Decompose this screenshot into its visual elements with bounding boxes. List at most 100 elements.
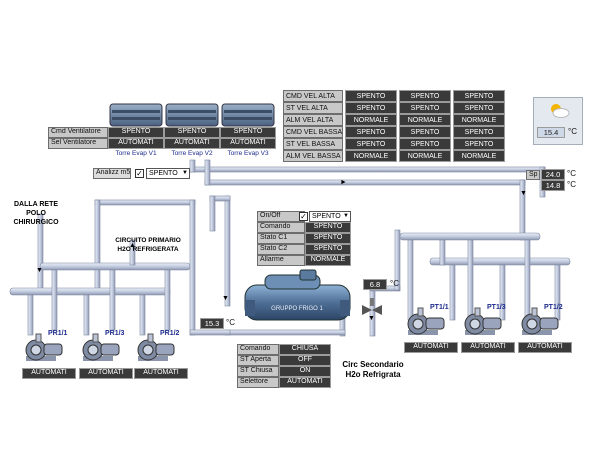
pump-status-value[interactable]: AUTOMATI — [404, 342, 458, 353]
tower1-sel-value[interactable]: AUTOMATI — [108, 138, 164, 149]
analizz-label: Analizz m5 — [93, 168, 131, 179]
outdoor-temp-value: 15.4 — [537, 127, 565, 138]
valve-open-label: ST Aperta — [237, 355, 279, 366]
fan-row-value: SPENTO — [453, 126, 505, 138]
pump-status-value[interactable]: AUTOMATI — [79, 368, 133, 379]
setpoint-unit-2: °C — [567, 180, 576, 189]
tower-sel-row-label: Sel Ventilatore — [48, 138, 108, 149]
valve-cmd-value[interactable]: CHIUSA — [279, 344, 331, 355]
analizz-select[interactable]: SPENTO▼ — [146, 168, 190, 179]
sun-cloud-icon — [551, 104, 570, 118]
chiller-alarm-label: Allarme — [257, 255, 305, 266]
chiller-c1-label: Stato C1 — [257, 233, 305, 244]
fan-row-value: SPENTO — [399, 102, 451, 114]
tower1-cmd-value[interactable]: SPENTO — [108, 127, 164, 138]
fan-row-value: NORMALE — [453, 114, 505, 126]
fan-row-value: SPENTO — [345, 138, 397, 150]
fan-row-value: SPENTO — [453, 90, 505, 102]
pump-name: PR1/1 — [48, 330, 68, 337]
pump-icon — [82, 333, 120, 361]
weather-widget: 15.4 °C — [533, 97, 583, 145]
chiller-cmd-label: Comando — [257, 222, 305, 233]
pump-name: PT1/2 — [544, 304, 563, 311]
pump-status-value[interactable]: AUTOMATI — [22, 368, 76, 379]
chiller-c2-label: Stato C2 — [257, 244, 305, 255]
valve-open-value: OFF — [279, 355, 331, 366]
cooling-tower-2 — [165, 103, 219, 127]
fan-row-value: NORMALE — [399, 150, 451, 162]
pump-icon — [521, 307, 559, 335]
chiller-onoff-label: On/Off — [257, 211, 305, 222]
chiller-in-temp: 15.3 — [200, 318, 224, 329]
pump-name: PT1/3 — [487, 304, 506, 311]
svg-text:▼: ▼ — [368, 315, 375, 322]
fan-row-value: SPENTO — [399, 126, 451, 138]
chiller-c1-value: SPENTO — [305, 233, 351, 244]
svg-text:▲: ▲ — [129, 242, 136, 249]
valve-icon[interactable] — [362, 298, 382, 315]
pump-name: PR1/2 — [160, 330, 180, 337]
fan-row-value: NORMALE — [453, 150, 505, 162]
tower3-name: Torre Evap V3 — [227, 150, 269, 157]
svg-text:▼: ▼ — [222, 295, 229, 302]
setpoint-unit-1: °C — [567, 169, 576, 178]
fan-row-label: ST VEL ALTA — [283, 102, 343, 114]
tower2-cmd-value[interactable]: SPENTO — [164, 127, 220, 138]
pump-icon — [137, 333, 175, 361]
fan-row-value: SPENTO — [453, 138, 505, 150]
chiller-onoff-select[interactable]: SPENTO▼ — [309, 211, 351, 222]
analizz-checkbox[interactable]: ✓ — [135, 169, 144, 178]
chiller-cmd-value: SPENTO — [305, 222, 351, 233]
fan-row-value: NORMALE — [345, 114, 397, 126]
valve-selector-label: Selettore — [237, 377, 279, 388]
fan-row-value: SPENTO — [399, 138, 451, 150]
valve-closed-label: ST Chiusa — [237, 366, 279, 377]
chiller-onoff-checkbox[interactable]: ✓ — [299, 212, 308, 221]
fan-row-label: ST VEL BASSA — [283, 138, 343, 150]
outdoor-temp-unit: °C — [568, 127, 577, 136]
setpoint-value-1[interactable]: 24.0 — [541, 169, 565, 180]
valve-closed-value: ON — [279, 366, 331, 377]
tower2-sel-value[interactable]: AUTOMATI — [164, 138, 220, 149]
valve-cmd-label: Comando — [237, 344, 279, 355]
pump-status-value[interactable]: AUTOMATI — [461, 342, 515, 353]
pump-status-value[interactable]: AUTOMATI — [134, 368, 188, 379]
valve-selector-value[interactable]: AUTOMATI — [279, 377, 331, 388]
pump-icon — [407, 307, 445, 335]
fan-row-label: ALM VEL BASSA — [283, 150, 343, 162]
setpoint-label: Sp — [526, 170, 540, 180]
tower3-sel-value[interactable]: AUTOMATI — [220, 138, 276, 149]
cooling-tower-3 — [221, 103, 275, 127]
svg-text:▼: ▼ — [520, 190, 527, 197]
chiller-alarm-value: NORMALE — [305, 255, 351, 266]
fan-row-value: NORMALE — [345, 150, 397, 162]
chiller-unit[interactable] — [244, 269, 351, 321]
chiller-out-temp: 6.8 — [363, 279, 387, 290]
svg-text:▼: ▼ — [36, 267, 43, 274]
pump-status-value[interactable]: AUTOMATI — [518, 342, 572, 353]
tower1-name: Torre Evap V1 — [115, 150, 157, 157]
tower-return-pipe — [189, 159, 546, 241]
chiller-out-unit: °C — [390, 279, 399, 288]
fan-row-value: SPENTO — [453, 102, 505, 114]
tower-cmd-row-label: Cmd Ventilatore — [48, 127, 108, 138]
setpoint-value-2: 14.8 — [541, 180, 565, 191]
fan-row-value: SPENTO — [345, 102, 397, 114]
fan-row-value: SPENTO — [399, 90, 451, 102]
fan-row-value: NORMALE — [399, 114, 451, 126]
tower3-cmd-value[interactable]: SPENTO — [220, 127, 276, 138]
tower2-name: Torre Evap V2 — [171, 150, 213, 157]
fan-row-value: SPENTO — [345, 126, 397, 138]
cooling-tower-1 — [109, 103, 163, 127]
